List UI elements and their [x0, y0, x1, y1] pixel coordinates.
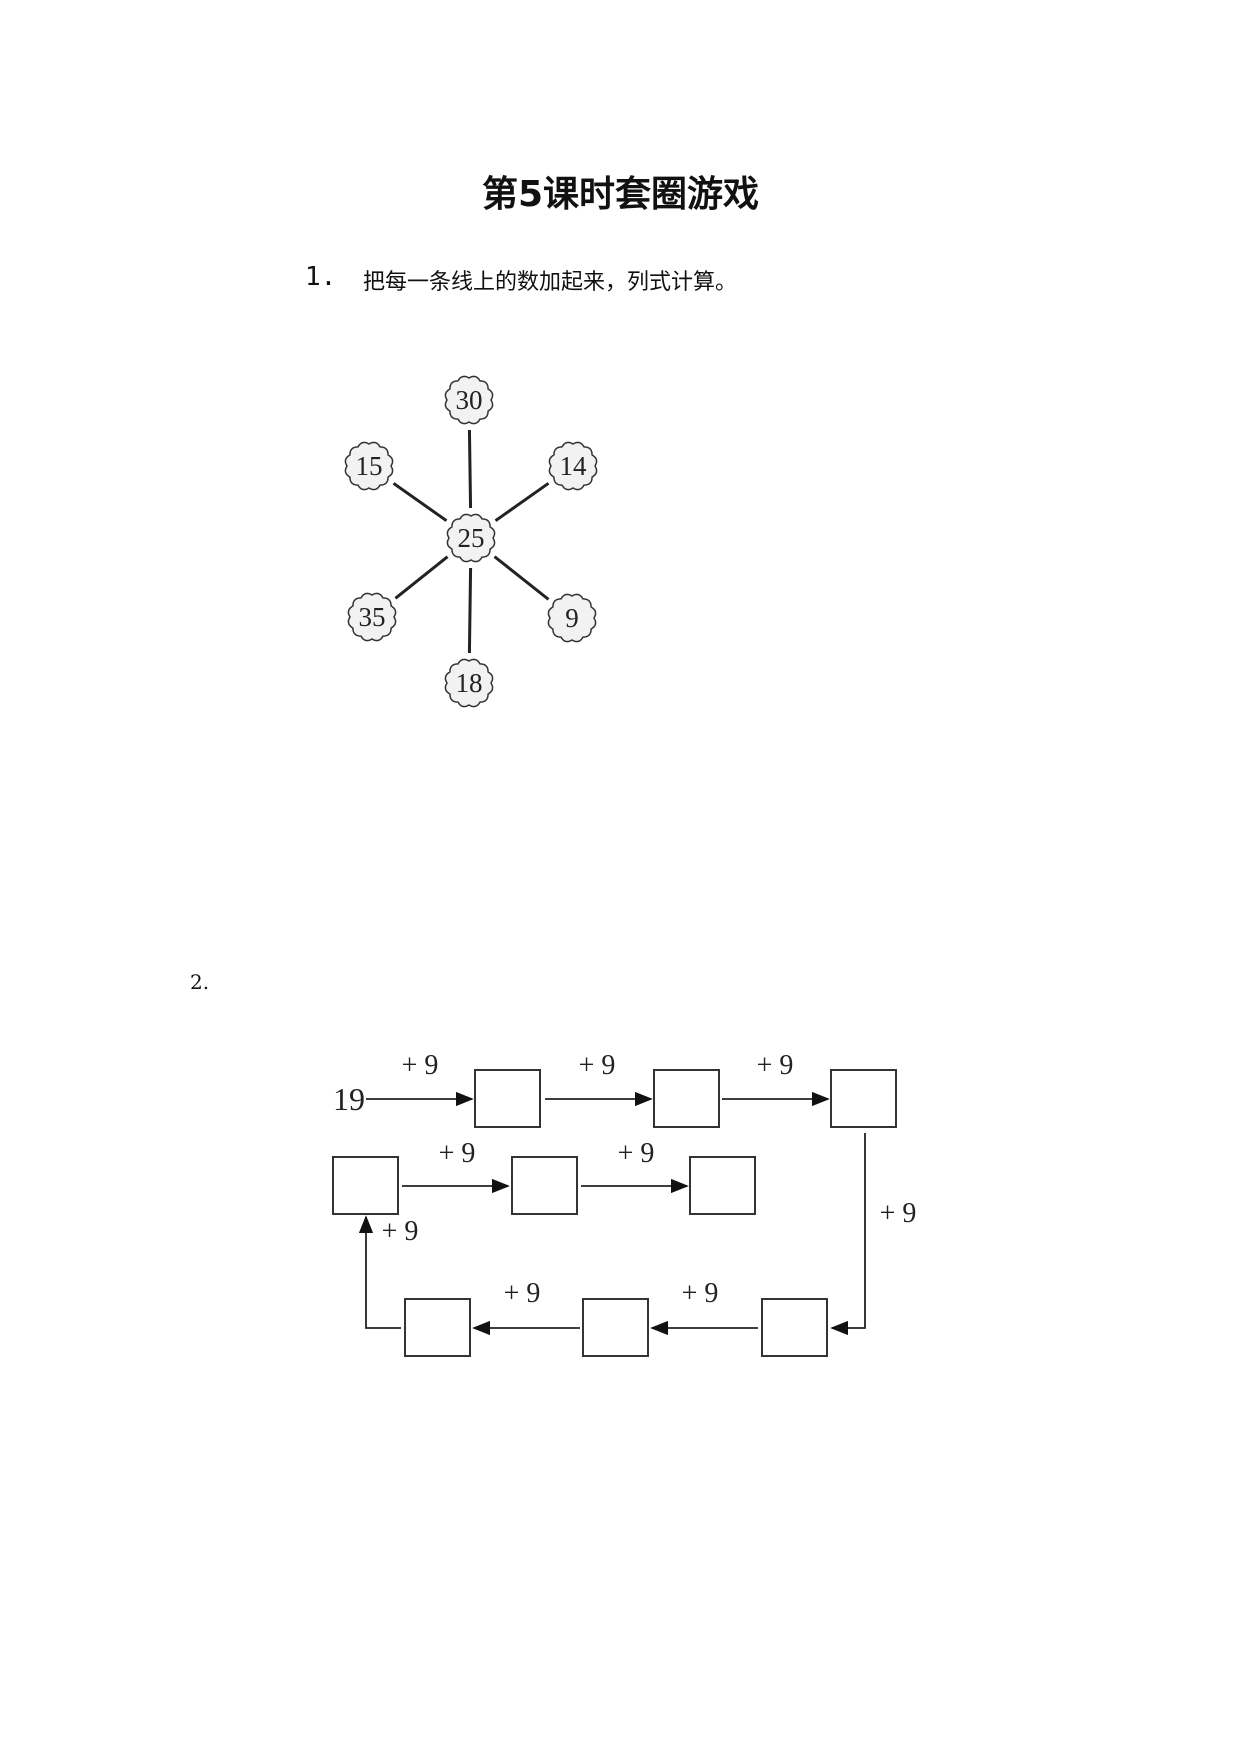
answer-box: [332, 1156, 399, 1215]
spoke-line: [394, 555, 449, 600]
step-label: + 9: [504, 1278, 541, 1309]
spoke-line: [467, 429, 473, 509]
step-label: + 9: [402, 1050, 439, 1081]
spoke-line: [467, 567, 473, 654]
center-number-value: 25: [458, 523, 485, 553]
start-number: 19: [333, 1081, 365, 1117]
outer-number-value: 30: [456, 385, 483, 415]
answer-box: [653, 1069, 720, 1128]
spoke-line: [494, 482, 550, 522]
outer-number-badge: [344, 441, 394, 491]
answer-box: [511, 1156, 578, 1215]
outer-number-value: 18: [456, 668, 483, 698]
answer-box: [404, 1298, 471, 1357]
outer-number-value: 35: [359, 602, 386, 632]
outer-number-badge: [547, 593, 597, 643]
step-label: + 9: [880, 1198, 917, 1229]
outer-number-value: 15: [356, 451, 383, 481]
arrow: [830, 1133, 866, 1336]
step-label: + 9: [579, 1050, 616, 1081]
outer-number-value: 14: [560, 451, 588, 481]
spoke-line: [392, 482, 448, 522]
step-label: + 9: [439, 1138, 476, 1169]
question-2-number: 2.: [190, 970, 210, 994]
question-1-number: 1.: [305, 262, 337, 292]
step-label: + 9: [618, 1138, 655, 1169]
outer-number-badge: [548, 441, 598, 491]
question-1-instruction: 把每一条线上的数加起来，列式计算。: [363, 270, 738, 295]
step-label: + 9: [382, 1216, 419, 1247]
arrow: [358, 1215, 401, 1329]
outer-number-value: 9: [565, 603, 579, 633]
answer-box: [689, 1156, 756, 1215]
step-label: + 9: [682, 1278, 719, 1309]
outer-number-badge: [444, 375, 494, 425]
answer-box: [830, 1069, 897, 1128]
answer-box: [474, 1069, 541, 1128]
page-title: 第5课时套圈游戏: [481, 174, 760, 215]
answer-box: [582, 1298, 649, 1357]
center-number-badge: [446, 513, 496, 563]
step-label: + 9: [757, 1050, 794, 1081]
outer-number-badge: [347, 592, 397, 642]
outer-number-badge: [444, 658, 494, 708]
answer-box: [761, 1298, 828, 1357]
spoke-line: [493, 555, 550, 601]
